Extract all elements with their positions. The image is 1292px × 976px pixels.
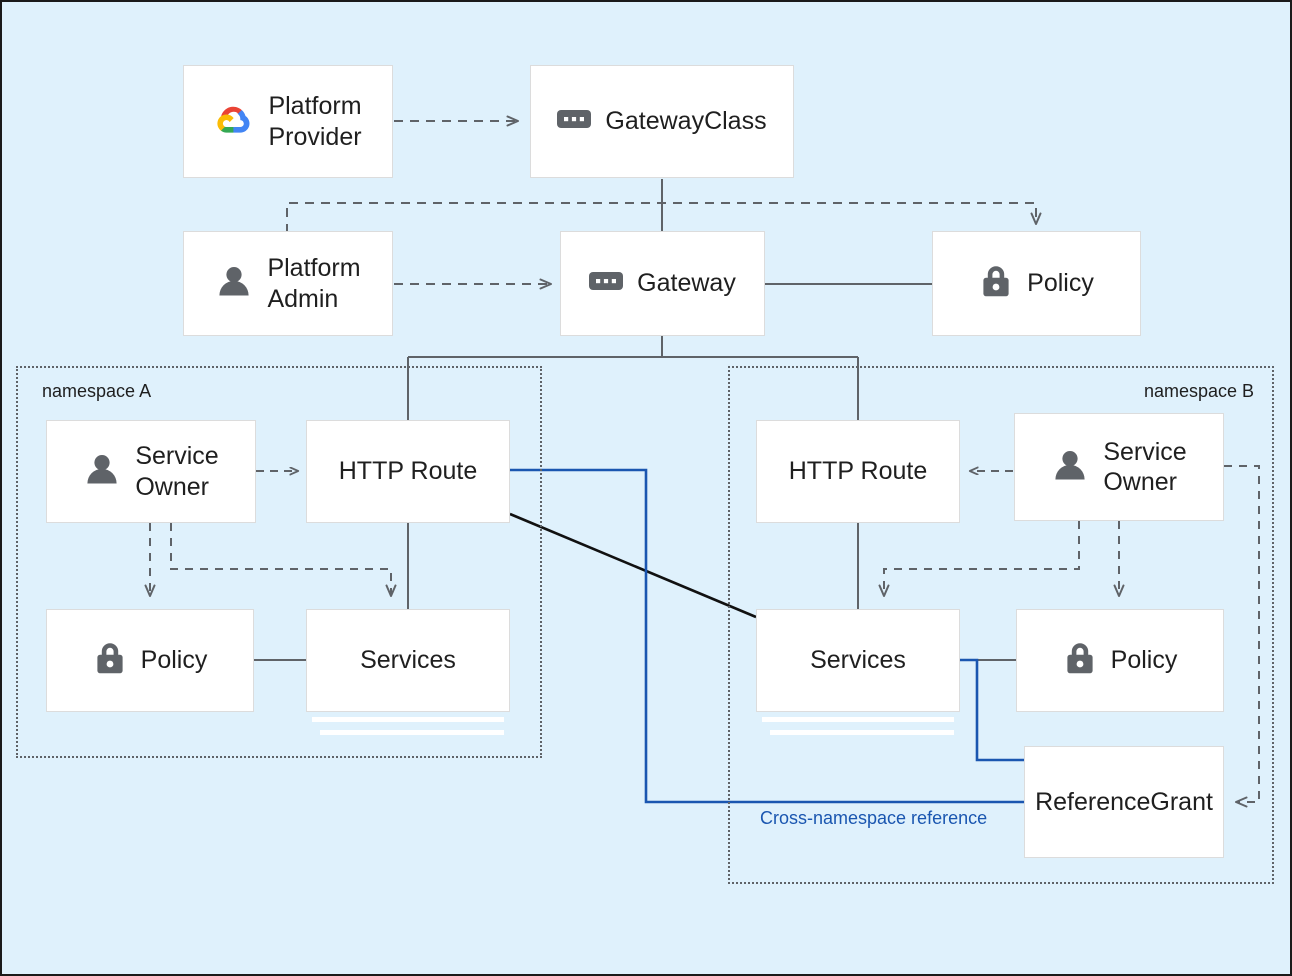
namespace-b-container [728, 366, 1274, 884]
node-label: Platform Admin [267, 254, 361, 313]
person-icon [1051, 446, 1089, 489]
node-label: Policy [1027, 269, 1094, 298]
node-label: HTTP Route [338, 457, 478, 486]
lock-icon [1063, 639, 1097, 682]
node-gateway-class[interactable]: GatewayClass [530, 65, 794, 178]
node-label: Services [360, 646, 456, 675]
node-http-route-b[interactable]: HTTP Route [756, 420, 960, 523]
edge-admin-policy [286, 202, 1042, 233]
node-label: Service Owner [1103, 437, 1187, 497]
node-platform-provider[interactable]: Platform Provider [183, 65, 393, 178]
node-label: Gateway [637, 269, 736, 298]
node-label: Policy [140, 646, 208, 675]
node-policy-a[interactable]: Policy [46, 609, 254, 712]
node-label: Platform Provider [268, 92, 362, 151]
node-service-owner-b[interactable]: Service Owner [1014, 413, 1224, 521]
node-label: Policy [1110, 646, 1178, 675]
services-a-stack-bar-1 [312, 717, 504, 722]
node-http-route-a[interactable]: HTTP Route [306, 420, 510, 523]
services-b-stack-bar-2 [770, 730, 954, 735]
edge-routea-servicesb-diagonal [509, 512, 757, 619]
google-cloud-icon [214, 102, 254, 141]
gateway-chip-icon [589, 270, 624, 297]
person-icon [83, 450, 121, 493]
gateway-chip-icon [557, 108, 592, 135]
node-policy-top[interactable]: Policy [932, 231, 1141, 336]
services-a-stack-bar-2 [320, 730, 504, 735]
lock-icon [979, 262, 1013, 305]
node-service-owner-a[interactable]: Service Owner [46, 420, 256, 523]
cross-namespace-reference-label: Cross-namespace reference [760, 808, 988, 828]
namespace-b-label: namespace B [1144, 381, 1255, 401]
node-label: Services [810, 646, 906, 675]
namespace-a-container [16, 366, 542, 758]
node-label: Service Owner [135, 442, 219, 501]
services-b-stack-bar-1 [762, 717, 954, 722]
node-gateway[interactable]: Gateway [560, 231, 765, 336]
node-label: ReferenceGrant [1035, 787, 1213, 816]
node-policy-b[interactable]: Policy [1016, 609, 1224, 712]
namespace-a-label: namespace A [42, 381, 152, 401]
node-platform-admin[interactable]: Platform Admin [183, 231, 393, 336]
lock-icon [93, 639, 127, 682]
node-services-b[interactable]: Services [756, 609, 960, 712]
node-reference-grant[interactable]: ReferenceGrant [1024, 746, 1224, 858]
node-services-a[interactable]: Services [306, 609, 510, 712]
node-label: HTTP Route [788, 457, 928, 486]
node-label: GatewayClass [605, 107, 767, 136]
person-icon [215, 262, 253, 305]
